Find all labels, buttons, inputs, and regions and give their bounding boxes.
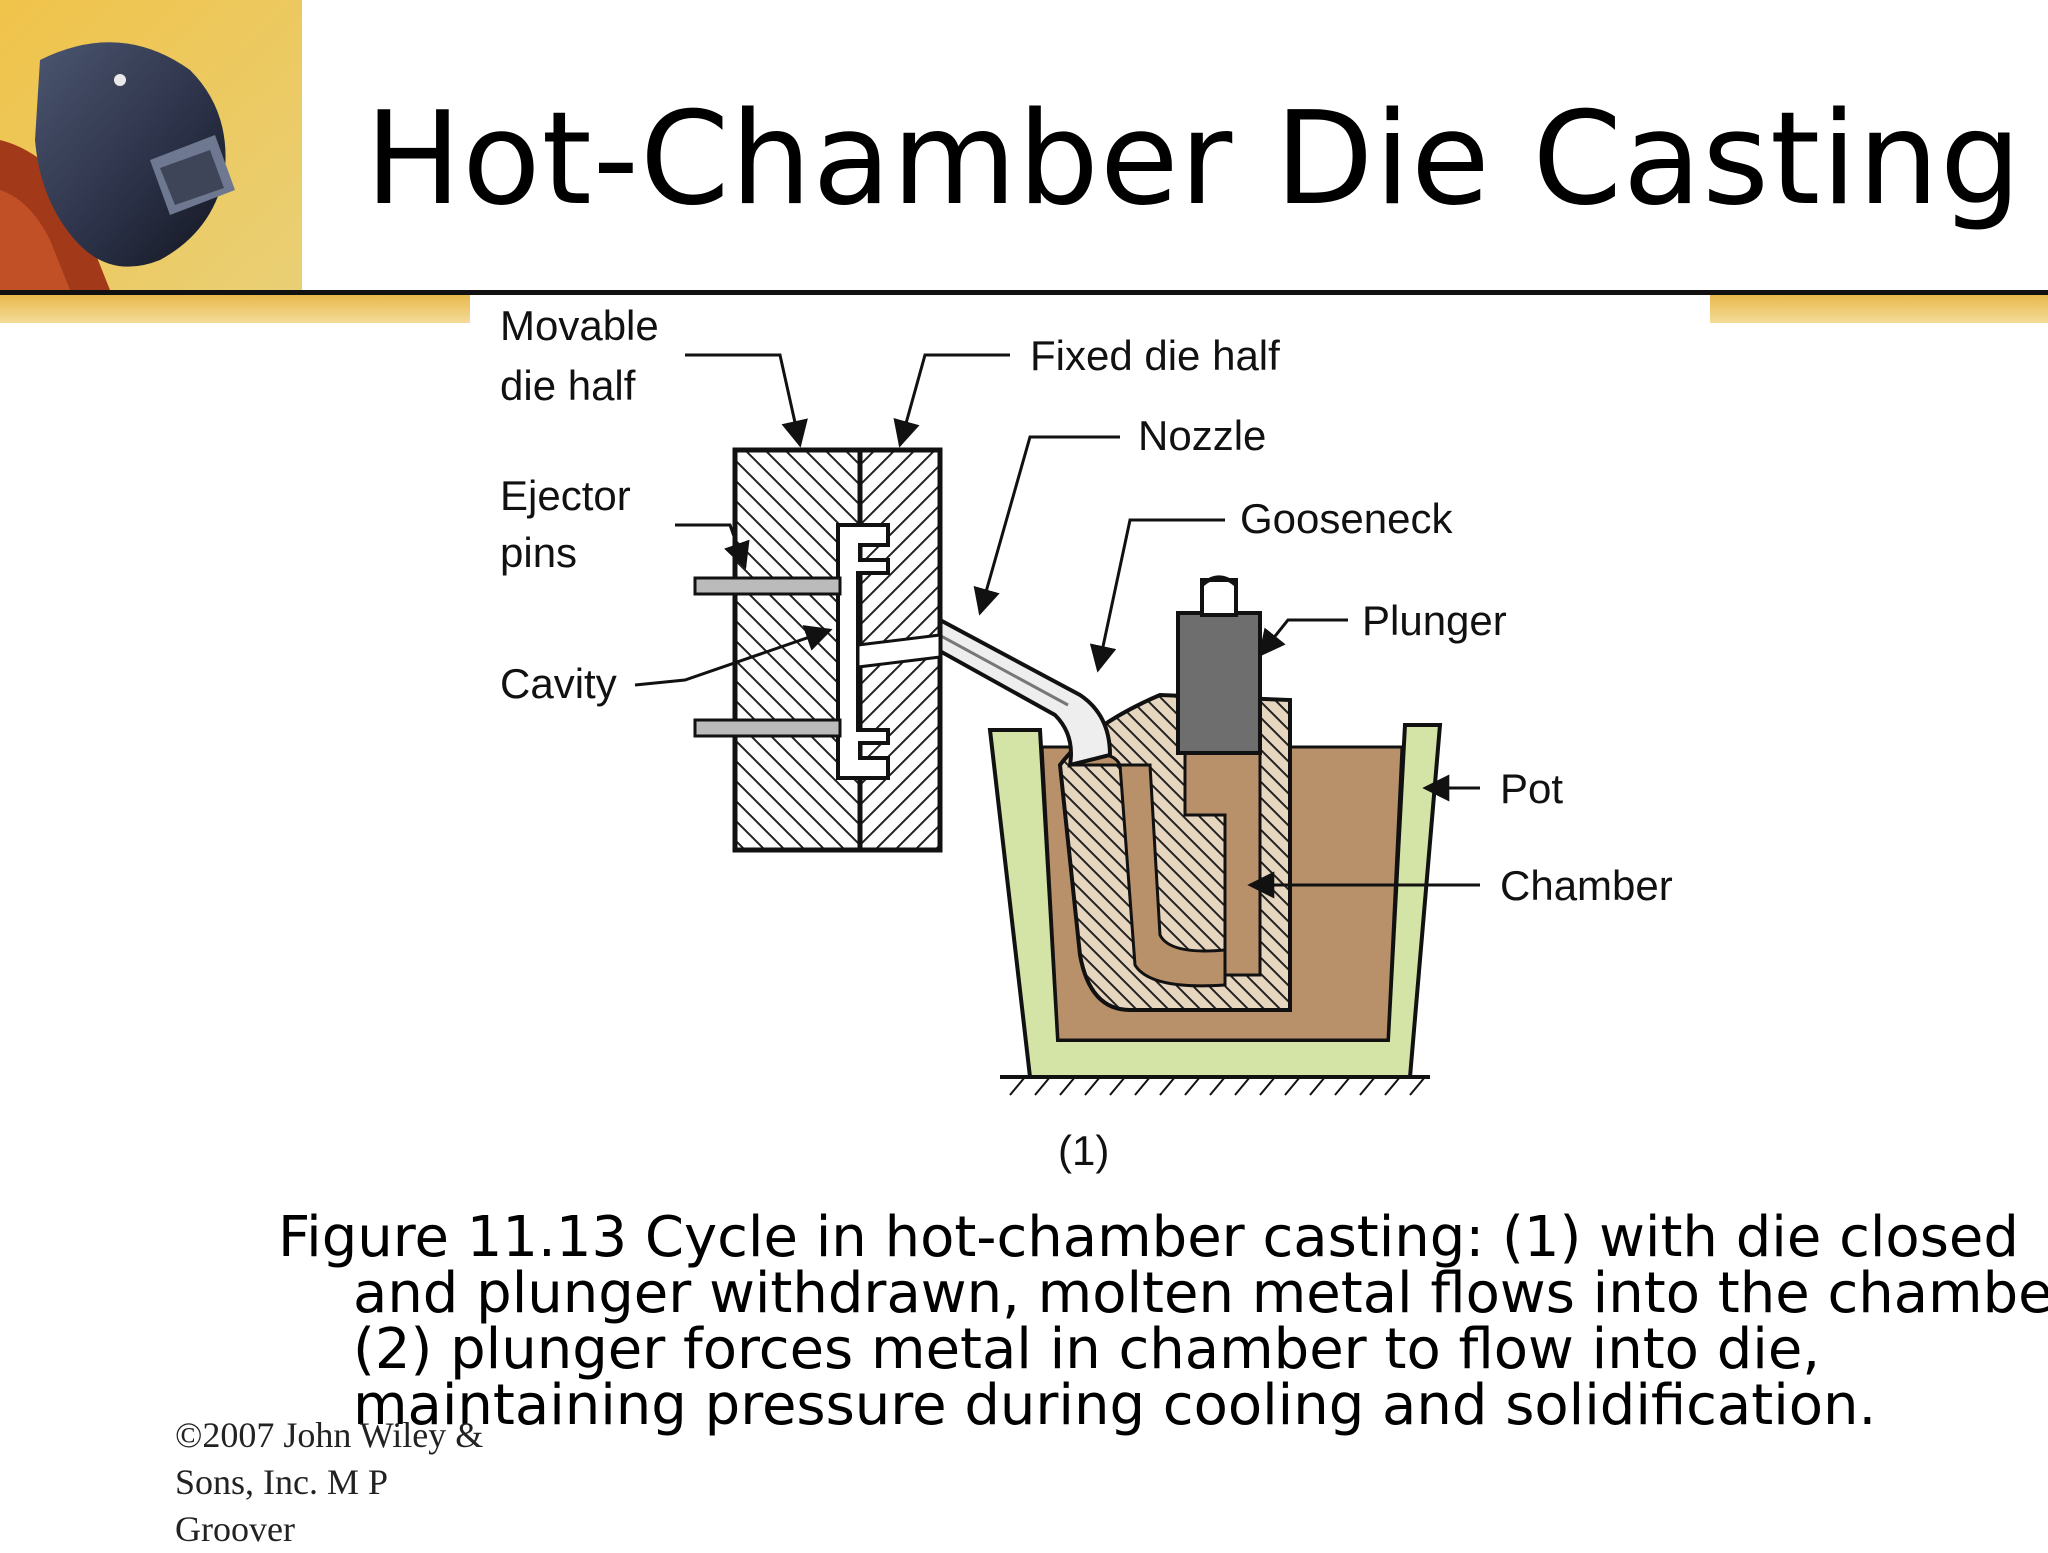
die-cavity xyxy=(836,523,890,780)
label-movable-die-half-2: die half xyxy=(500,362,636,409)
label-gooseneck: Gooseneck xyxy=(1240,495,1453,542)
copyright-note: ©2007 John Wiley & Sons, Inc. M P Groove… xyxy=(175,1412,535,1553)
welder-photo xyxy=(0,0,302,290)
hot-chamber-diagram: Movable die half Fixed die half Nozzle G… xyxy=(470,295,1710,1195)
caption-line-2: and plunger withdrawn, molten metal flow… xyxy=(353,1261,2048,1326)
plunger-rod xyxy=(1200,578,1238,617)
panel-label: (1) xyxy=(1058,1127,1109,1174)
leader-lines xyxy=(634,353,1480,899)
copyright-line-1: ©2007 John Wiley & xyxy=(175,1415,484,1455)
caption-line-4: maintaining pressure during cooling and … xyxy=(353,1373,1877,1438)
caption-line-3: (2) plunger forces metal in chamber to f… xyxy=(353,1317,1821,1382)
label-movable-die-half-1: Movable xyxy=(500,302,659,349)
label-plunger: Plunger xyxy=(1362,597,1507,644)
label-fixed-die-half: Fixed die half xyxy=(1030,332,1280,379)
label-ejector-pins-1: Ejector xyxy=(500,472,631,519)
label-nozzle: Nozzle xyxy=(1138,412,1266,459)
caption-line-1: Figure 11.13 Cycle in hot-chamber castin… xyxy=(278,1205,2019,1270)
label-ejector-pins-2: pins xyxy=(500,529,577,576)
copyright-line-2: Sons, Inc. M P xyxy=(175,1462,389,1502)
label-pot: Pot xyxy=(1500,765,1563,812)
ejector-pin-bottom xyxy=(693,718,842,738)
figure-caption: Figure 11.13 Cycle in hot-chamber castin… xyxy=(278,1205,2048,1438)
nozzle xyxy=(916,617,1113,768)
ejector-pin-top xyxy=(693,576,842,596)
copyright-line-3: Groover xyxy=(175,1509,295,1549)
label-cavity: Cavity xyxy=(500,660,617,707)
label-chamber: Chamber xyxy=(1500,862,1673,909)
slide-title: Hot-Chamber Die Casting xyxy=(365,85,2023,234)
plunger xyxy=(1176,611,1262,755)
